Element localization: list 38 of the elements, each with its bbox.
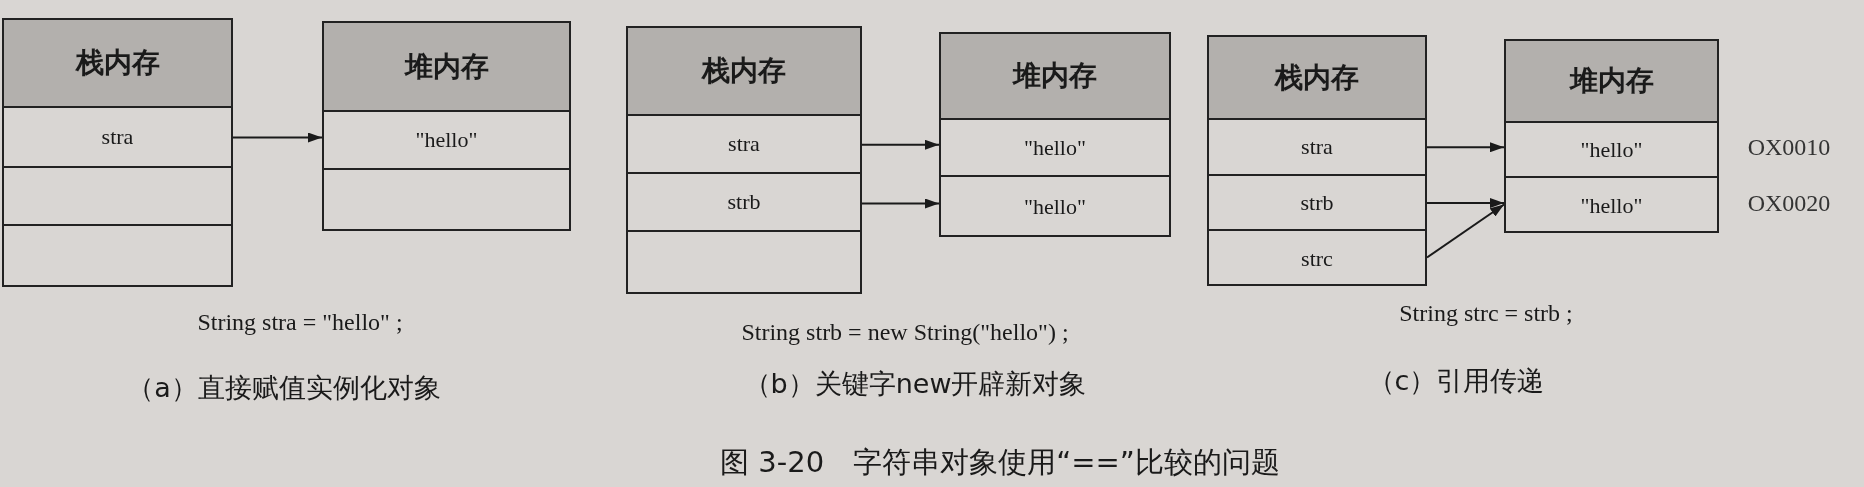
memory-cell: stra xyxy=(1209,118,1425,174)
subfigure-caption: （c）引用传递 xyxy=(1367,364,1545,398)
table-header: 堆内存 xyxy=(324,23,569,110)
arrow xyxy=(1426,198,1505,208)
code-line: String strb = new String("hello") ; xyxy=(741,318,1069,346)
address-label: OX0010 xyxy=(1747,133,1831,160)
memory-cell: "hello" xyxy=(1506,176,1717,233)
memory-table xyxy=(322,21,571,231)
address-label: OX0020 xyxy=(1747,189,1831,216)
table-header: 堆内存 xyxy=(1506,41,1717,121)
memory-cell: strb xyxy=(628,172,860,230)
arrow xyxy=(861,198,940,209)
arrow xyxy=(1426,203,1505,259)
memory-cell: strc xyxy=(1209,229,1425,286)
arrow xyxy=(1426,142,1505,153)
code-line: String stra = "hello" ; xyxy=(197,308,403,336)
memory-cell: "hello" xyxy=(941,118,1169,175)
memory-table xyxy=(626,26,862,294)
subfigure-caption: （b）关键字new开辟新对象 xyxy=(743,367,1087,401)
arrow xyxy=(861,139,940,150)
memory-cell: "hello" xyxy=(324,110,569,168)
memory-cell: stra xyxy=(628,114,860,172)
table-header: 栈内存 xyxy=(1209,37,1425,118)
table-header: 栈内存 xyxy=(628,28,860,114)
memory-table xyxy=(1207,35,1427,286)
table-header: 栈内存 xyxy=(4,20,231,106)
memory-cell: stra xyxy=(4,106,231,166)
memory-cell: strb xyxy=(1209,174,1425,229)
table-header: 堆内存 xyxy=(941,34,1169,118)
memory-table xyxy=(939,32,1171,237)
code-line: String strc = strb ; xyxy=(1399,299,1573,327)
subfigure-caption: （a）直接赋值实例化对象 xyxy=(127,371,441,405)
arrow xyxy=(232,132,323,143)
memory-cell: "hello" xyxy=(1506,121,1717,176)
memory-table xyxy=(1504,39,1719,233)
memory-cell: "hello" xyxy=(941,175,1169,237)
figure-caption: 图 3-20 字符串对象使用“==”比较的问题 xyxy=(720,444,1280,481)
memory-table xyxy=(2,18,233,287)
